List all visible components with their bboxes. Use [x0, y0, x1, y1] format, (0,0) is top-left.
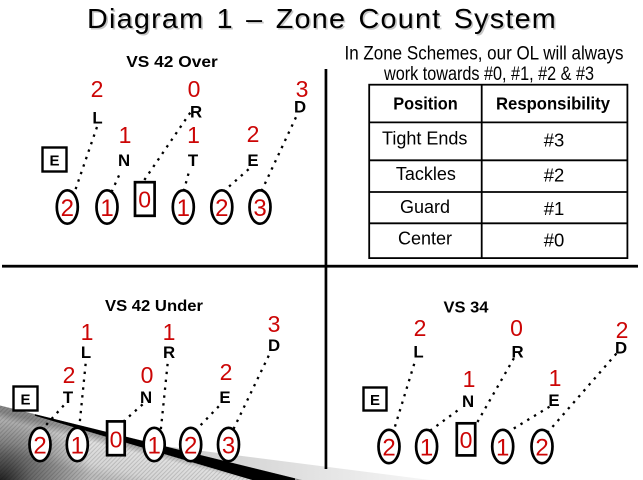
svg-text:2: 2 — [63, 362, 76, 388]
svg-text:1: 1 — [119, 122, 132, 148]
svg-text:0: 0 — [188, 76, 201, 102]
svg-text:Guard: Guard — [400, 197, 450, 217]
svg-text:L: L — [92, 109, 102, 128]
svg-text:#3: #3 — [544, 130, 565, 151]
svg-text:In Zone Schemes, our OL will a: In Zone Schemes, our OL will always — [345, 43, 624, 65]
svg-text:E: E — [219, 388, 230, 407]
svg-text:1: 1 — [148, 433, 161, 460]
svg-text:0: 0 — [138, 186, 151, 212]
svg-text:0: 0 — [460, 427, 473, 453]
svg-text:R: R — [511, 343, 523, 362]
svg-text:1: 1 — [187, 122, 200, 148]
svg-text:2: 2 — [33, 433, 46, 460]
svg-text:Diagram 1 – Zone Count Syste: Diagram 1 – Zone Count System — [89, 5, 559, 36]
svg-text:1: 1 — [496, 435, 509, 462]
svg-text:0: 0 — [141, 362, 154, 388]
svg-text:#1: #1 — [544, 198, 565, 219]
svg-text:L: L — [81, 343, 91, 362]
svg-text:#0: #0 — [544, 229, 565, 250]
svg-text:#2: #2 — [544, 165, 565, 186]
svg-text:N: N — [140, 388, 152, 407]
svg-text:T: T — [188, 151, 199, 170]
svg-text:0: 0 — [510, 315, 523, 341]
svg-text:1: 1 — [81, 319, 94, 345]
svg-text:2: 2 — [616, 317, 629, 343]
svg-text:Tackles: Tackles — [396, 164, 456, 184]
svg-text:2: 2 — [535, 435, 548, 462]
svg-text:2: 2 — [215, 195, 228, 222]
svg-text:3: 3 — [268, 311, 281, 337]
svg-text:R: R — [190, 103, 202, 122]
svg-text:1: 1 — [71, 433, 84, 460]
svg-text:VS 34: VS 34 — [444, 300, 489, 317]
svg-text:1: 1 — [549, 365, 562, 391]
svg-text:E: E — [370, 392, 380, 409]
svg-text:2: 2 — [247, 121, 260, 147]
svg-text:3: 3 — [296, 76, 309, 102]
svg-text:Diagram 1 – Zone Count Syste: Diagram 1 – Zone Count System — [87, 3, 557, 34]
svg-text:work towards #0, #1, #2 & #3: work towards #0, #1, #2 & #3 — [383, 63, 594, 85]
svg-text:N: N — [118, 151, 130, 170]
svg-text:2: 2 — [382, 435, 395, 462]
svg-text:Responsibility: Responsibility — [496, 94, 610, 114]
svg-text:2: 2 — [414, 315, 427, 341]
svg-text:T: T — [63, 388, 74, 407]
svg-text:1: 1 — [177, 195, 190, 222]
svg-text:E: E — [20, 392, 30, 409]
svg-text:VS 42 Over: VS 42 Over — [126, 54, 218, 71]
svg-text:E: E — [548, 391, 559, 410]
svg-text:Center: Center — [398, 229, 452, 249]
svg-text:E: E — [247, 151, 258, 170]
svg-text:1: 1 — [100, 195, 113, 222]
svg-text:2: 2 — [61, 195, 74, 222]
svg-text:Tight Ends: Tight Ends — [382, 129, 467, 149]
svg-text:L: L — [413, 343, 423, 362]
svg-text:1: 1 — [420, 435, 433, 462]
svg-text:D: D — [615, 339, 627, 358]
svg-text:2: 2 — [184, 433, 197, 460]
svg-text:1: 1 — [163, 319, 176, 345]
svg-text:3: 3 — [222, 433, 235, 460]
svg-text:E: E — [49, 153, 59, 170]
svg-text:2: 2 — [220, 359, 233, 385]
svg-text:D: D — [268, 336, 280, 355]
svg-text:1: 1 — [463, 366, 476, 392]
svg-text:R: R — [163, 343, 175, 362]
svg-text:3: 3 — [253, 195, 266, 222]
svg-text:D: D — [294, 98, 306, 117]
svg-text:Position: Position — [393, 94, 458, 114]
svg-text:2: 2 — [91, 76, 104, 102]
svg-text:N: N — [462, 392, 474, 411]
svg-text:0: 0 — [110, 426, 123, 452]
svg-text:VS 42 Under: VS 42 Under — [105, 298, 203, 315]
